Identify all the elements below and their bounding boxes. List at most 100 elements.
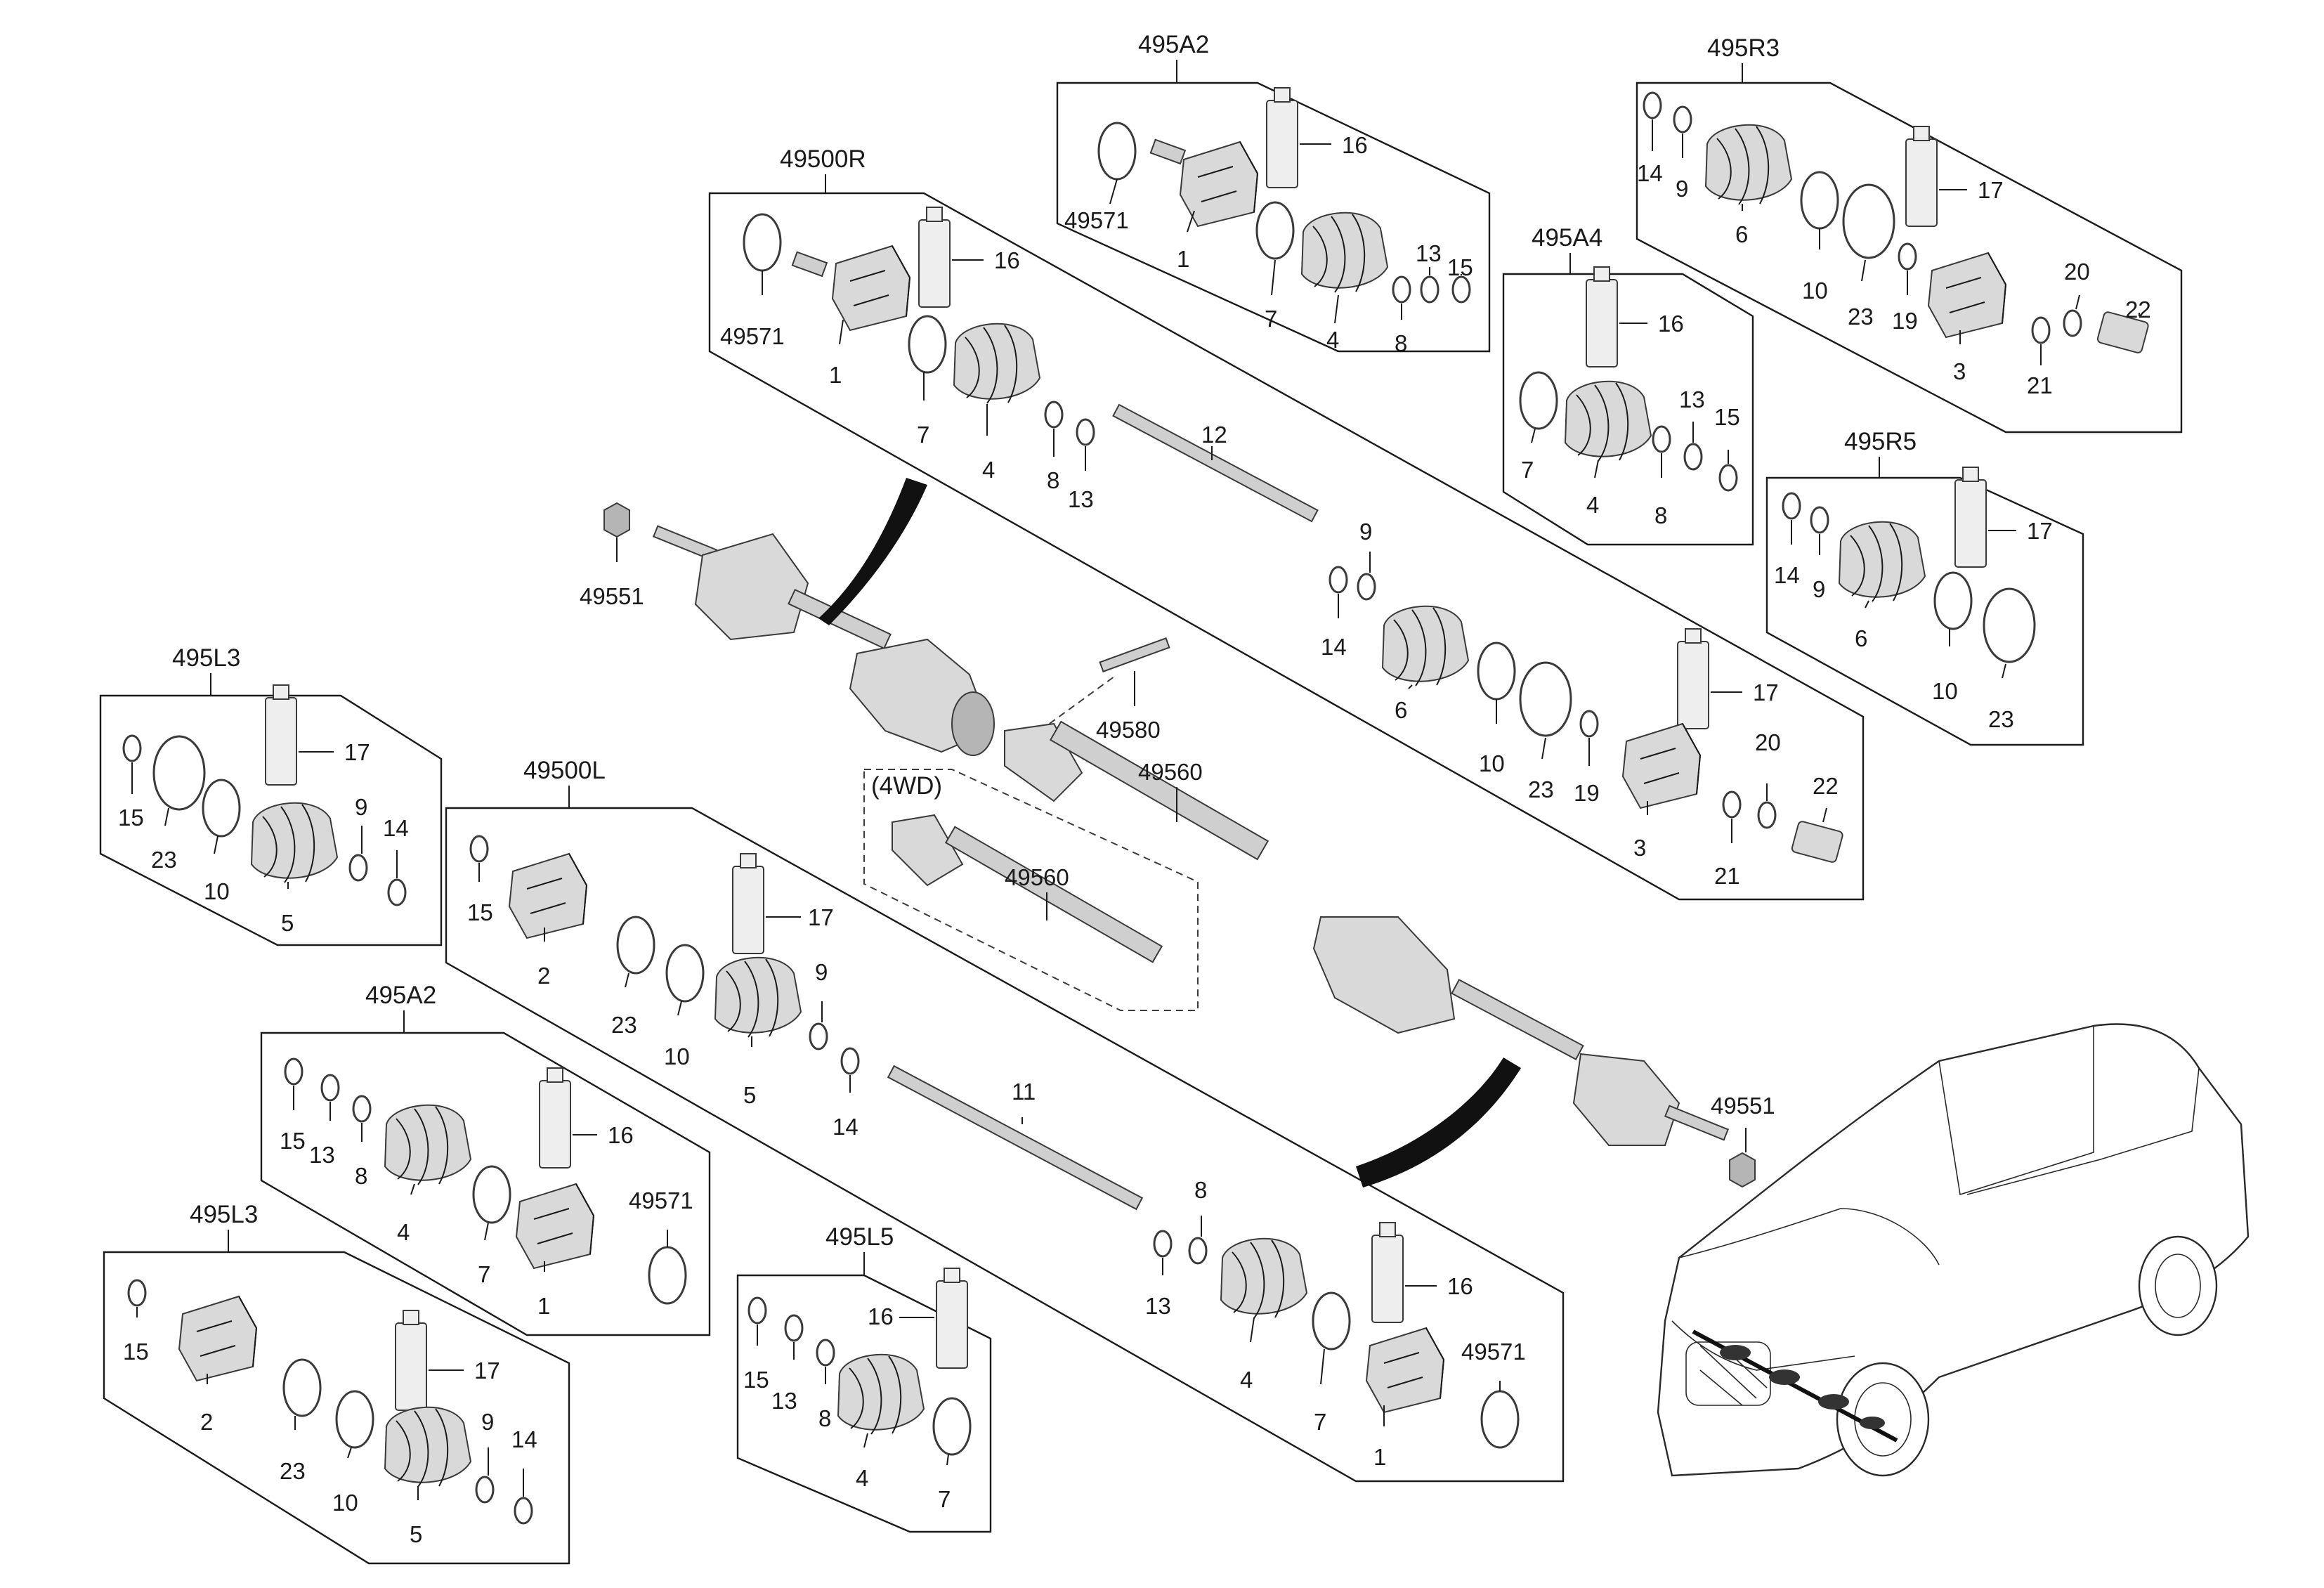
clamp-ring-8	[1392, 275, 1411, 304]
callout-23: 23	[151, 847, 177, 873]
callout-10: 10	[332, 1490, 358, 1516]
dust-cap-22	[2096, 311, 2149, 353]
callout-6: 6	[1395, 697, 1407, 723]
kit-49500L: 15 2 23 10 17 5 9 14 11 13 8 4 1	[467, 835, 1526, 1470]
callout-49571: 49571	[629, 1187, 693, 1213]
suv-vehicle-icon	[1657, 1023, 2250, 1477]
callout-19: 19	[1892, 308, 1918, 334]
callout-49571: 49571	[720, 323, 785, 349]
callout-12: 12	[1201, 422, 1227, 448]
intermediate-shaft-49560-4wd	[944, 826, 1163, 963]
callout-15: 15	[467, 899, 493, 925]
callout-14: 14	[511, 1426, 537, 1452]
callout-17: 17	[344, 739, 370, 765]
callout-16: 16	[994, 247, 1020, 273]
callout-8: 8	[818, 1405, 831, 1431]
callout-10: 10	[1479, 750, 1505, 776]
callout-15: 15	[118, 805, 144, 831]
callout-1: 1	[829, 362, 842, 388]
callout-13: 13	[1679, 386, 1705, 412]
callout-14: 14	[1774, 562, 1800, 588]
callout-22: 22	[2125, 297, 2151, 323]
callout-9: 9	[481, 1409, 494, 1435]
callout-49580: 49580	[1096, 717, 1161, 743]
kit-495L3-bottom: 15 2 23 17 10 5 9 14	[123, 1279, 537, 1547]
callout-5: 5	[410, 1521, 422, 1547]
cv-boot-5	[251, 802, 338, 883]
callout-13: 13	[1416, 240, 1442, 266]
callout-19: 19	[1574, 780, 1600, 806]
callout-8: 8	[1654, 502, 1667, 528]
outer-cv-joint	[1180, 141, 1258, 227]
callout-10: 10	[204, 878, 230, 904]
kit-495A4: 16 7 4 8 13 15	[1519, 266, 1740, 528]
callout-7: 7	[938, 1486, 951, 1512]
kit-49500R: 49571 1 16 7 4 8 13 12 14 9 6 10	[720, 207, 1843, 889]
callout-6: 6	[1855, 625, 1867, 651]
callout-4: 4	[982, 457, 995, 483]
callout-16: 16	[1658, 311, 1684, 337]
callout-14: 14	[383, 815, 409, 841]
title-49500L: 49500L	[523, 757, 606, 784]
callout-7: 7	[478, 1261, 490, 1287]
callout-16: 16	[868, 1303, 894, 1329]
cv-boot-6	[1705, 124, 1792, 205]
callout-8: 8	[355, 1163, 367, 1189]
callout-17: 17	[2027, 518, 2053, 544]
callout-13: 13	[1068, 486, 1094, 512]
inner-tripod-joint-3	[1928, 252, 2006, 338]
callout-7: 7	[917, 422, 929, 448]
callout-16: 16	[1447, 1273, 1473, 1299]
callout-9: 9	[1359, 519, 1372, 545]
callout-14: 14	[1321, 634, 1347, 660]
callout-16: 16	[1342, 132, 1368, 158]
callout-49551: 49551	[1711, 1093, 1775, 1119]
callout-23: 23	[280, 1458, 306, 1484]
inner-joint-left	[1312, 916, 1456, 1034]
callout-15: 15	[280, 1128, 306, 1154]
callout-8: 8	[1194, 1177, 1207, 1203]
callout-17: 17	[1753, 679, 1779, 705]
callout-49571: 49571	[1064, 207, 1129, 233]
callout-3: 3	[1953, 358, 1966, 384]
callout-7: 7	[1265, 306, 1277, 332]
callout-15: 15	[1447, 254, 1473, 280]
callout-8: 8	[1047, 467, 1059, 493]
callout-23: 23	[1848, 304, 1874, 330]
callout-10: 10	[664, 1043, 690, 1069]
callout-13: 13	[1145, 1293, 1171, 1319]
callout-13: 13	[771, 1388, 797, 1414]
callout-49571: 49571	[1461, 1339, 1526, 1365]
callout-17: 17	[1978, 177, 2004, 203]
outer-joint-right	[694, 533, 809, 641]
callout-5: 5	[281, 910, 294, 936]
kit-frames	[99, 82, 2183, 1565]
callout-8: 8	[1395, 330, 1407, 356]
callout-22: 22	[1813, 773, 1839, 799]
callout-16: 16	[608, 1122, 634, 1148]
callout-5: 5	[743, 1082, 756, 1108]
callout-6: 6	[1735, 221, 1748, 247]
callout-17: 17	[808, 904, 834, 930]
kit-495A2-top: 49571 1 16 7 4 8 13 15	[1064, 87, 1473, 356]
hub-nut-49551-top	[603, 502, 630, 538]
intermediate-shaft-49560	[1049, 720, 1269, 861]
callout-4: 4	[856, 1465, 868, 1491]
callout-20: 20	[2064, 259, 2090, 285]
callout-4: 4	[397, 1219, 410, 1245]
callout-15: 15	[1714, 404, 1740, 430]
seal-ring-49571	[1097, 122, 1137, 181]
callout-21: 21	[1714, 863, 1740, 889]
title-495A2-bottom: 495A2	[365, 982, 436, 1009]
cv-boot-4	[1301, 211, 1388, 293]
callout-23: 23	[1528, 776, 1554, 802]
callout-23: 23	[1988, 706, 2014, 732]
kit-495A2-bottom: 15 13 8 4 16 7 1 49571	[280, 1057, 693, 1319]
callout-7: 7	[1314, 1409, 1326, 1435]
callout-1: 1	[537, 1293, 550, 1319]
callout-2: 2	[537, 963, 550, 989]
intermediate-shaft-11	[887, 1065, 1144, 1211]
callout-13: 13	[309, 1142, 335, 1168]
callout-9: 9	[1813, 576, 1825, 602]
title-495L3-bottom: 495L3	[190, 1201, 258, 1228]
